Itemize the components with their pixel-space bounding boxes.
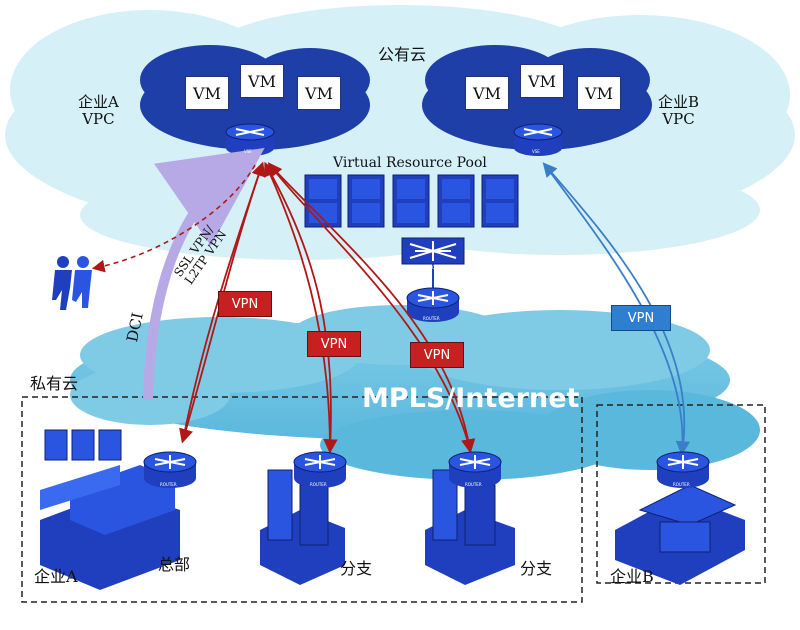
dci-link [143,147,265,401]
vpn-tag: VPN [307,331,361,357]
branch2-label: 分支 [520,559,553,578]
vpn-link [267,162,471,451]
vpc-b-switch-tag: VSE [532,149,540,154]
enterprise-b-router-icon [656,451,710,488]
ssl-vpn-link [91,164,256,273]
vpc-b-label: 企业B VPC [658,94,699,127]
vm-box: VM [185,76,229,110]
server-rack [437,174,475,228]
vm-box: VM [577,76,621,110]
hq-label: 总部 [158,555,191,574]
vpn-tag: VPN [611,305,671,331]
branch1-router-tag: ROUTER [310,482,327,487]
branch2-router-tag: ROUTER [465,482,482,487]
vm-box: VM [297,76,341,110]
enterprise-a-label: 企业A [34,567,78,586]
pool-router-tag: ROUTER [423,316,440,321]
vpn-tag: VPN [410,342,464,368]
vm-box: VM [240,64,284,98]
hq-router-icon [143,451,197,488]
vpn-link [269,164,476,454]
branch2-building-icon [425,469,515,585]
enterprise-b-router-tag: ROUTER [673,482,690,487]
resource-pool-label: Virtual Resource Pool [333,155,487,171]
enterprise-b-label: 企业B [610,567,654,586]
server-rack [481,174,519,228]
vpc-b-switch-icon [513,123,563,156]
vpc-a-label-line2: VPC [82,109,115,128]
vpn-link [263,161,331,451]
private-cloud-label: 私有云 [30,374,79,393]
pool-switch-tag: SWITCH [422,265,438,270]
network-label: MPLS/Internet [362,383,580,414]
server-rack [392,174,430,228]
remote-users-icon [52,256,92,310]
hq-router-tag: ROUTER [160,482,177,487]
pool-router-icon [406,287,460,322]
enterprise-b-house-icon [615,484,745,585]
vpn-link-b [544,164,691,456]
vpc-a-switch-tag: VSE [244,149,252,154]
vpc-b-label-line1: 企业B [658,93,700,111]
branch2-router-icon [448,451,502,488]
private-cloud-boundary [21,396,583,603]
branch1-building-icon [260,469,345,585]
vpc-a-label: 企业A VPC [78,94,119,127]
vm-box: VM [520,64,564,98]
vpn-link [265,164,338,454]
vm-box: VM [465,76,509,110]
vpc-b-label-line2: VPC [662,109,695,128]
pool-switch-icon [401,237,465,265]
server-rack [347,174,385,228]
branch1-label: 分支 [340,559,373,578]
vpn-link-b [542,162,686,453]
vpc-a-label-line1: 企业A [78,93,119,111]
vpn-tag: VPN [218,291,272,317]
branch1-router-icon [293,451,347,488]
public-cloud-label: 公有云 [378,45,427,64]
